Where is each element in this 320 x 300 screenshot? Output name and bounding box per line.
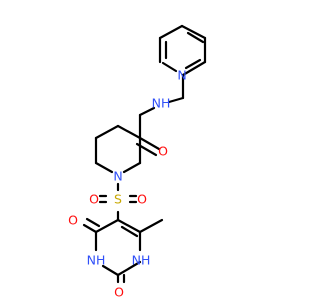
sulfur-label: S xyxy=(114,192,122,207)
bond xyxy=(158,24,184,40)
bond xyxy=(138,136,161,151)
bond xyxy=(181,60,207,77)
piperidine-nitrogen-label: N xyxy=(113,169,122,184)
bond xyxy=(116,124,142,140)
bond xyxy=(94,218,120,234)
molecule-structure-diagram: N NH O N S O O O NH NH O xyxy=(68,24,207,300)
carbonyl-oxygen-top-label: O xyxy=(68,213,78,228)
carbonyl-oxygen-bottom-label: O xyxy=(114,285,124,300)
linker-chain xyxy=(135,73,185,157)
bond xyxy=(186,31,205,44)
bond xyxy=(94,161,114,174)
bond xyxy=(94,124,120,140)
bond xyxy=(82,223,98,234)
pyrimidine-ring xyxy=(82,217,164,284)
pyridine-ring xyxy=(158,24,207,77)
ring-nh-right-label: NH xyxy=(132,253,151,268)
bond xyxy=(116,260,142,277)
bond xyxy=(161,61,178,73)
bond xyxy=(120,225,139,238)
sulfonyl-oxygen-left-label: O xyxy=(89,192,99,207)
bond xyxy=(138,106,156,117)
bond xyxy=(167,96,185,104)
bond xyxy=(101,264,120,277)
atom-labels: N NH O N S O O O NH NH O xyxy=(68,68,187,300)
amide-nh-label: NH xyxy=(152,96,171,111)
bond xyxy=(85,217,101,228)
piperidine-ring xyxy=(94,124,142,174)
sulfonyl-group xyxy=(98,182,138,222)
sulfonyl-oxygen-right-label: O xyxy=(137,192,147,207)
bond xyxy=(116,218,142,234)
ring-nh-left-label: NH xyxy=(87,253,106,268)
bond xyxy=(180,24,207,40)
pyridine-nitrogen-label: N xyxy=(177,68,186,83)
bond xyxy=(184,58,202,70)
amide-oxygen-label: O xyxy=(158,144,168,159)
bond xyxy=(122,161,142,174)
bond xyxy=(138,218,164,234)
